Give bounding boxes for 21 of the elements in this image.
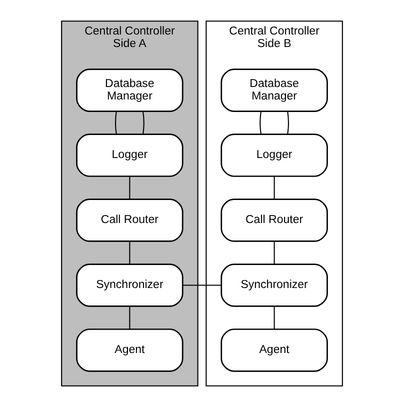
node-box: Call Router xyxy=(76,198,184,242)
connector xyxy=(129,306,130,329)
node-box: Agent xyxy=(220,328,328,372)
node-box: Agent xyxy=(76,328,184,372)
node-box: Synchronizer xyxy=(220,264,328,307)
connector xyxy=(274,242,275,264)
connector xyxy=(274,176,275,200)
node-box: Logger xyxy=(220,134,328,177)
node-box: Logger xyxy=(76,134,184,177)
node-box: Database Manager xyxy=(76,68,184,112)
connector xyxy=(274,306,275,329)
connector xyxy=(287,112,289,134)
connector xyxy=(129,176,130,200)
connector xyxy=(182,284,222,286)
connector xyxy=(142,112,144,134)
connector xyxy=(260,112,262,134)
node-box: Call Router xyxy=(220,198,328,242)
node-box: Database Manager xyxy=(220,68,328,112)
connector xyxy=(129,242,130,264)
node-box: Synchronizer xyxy=(76,264,184,307)
connector xyxy=(115,112,117,134)
